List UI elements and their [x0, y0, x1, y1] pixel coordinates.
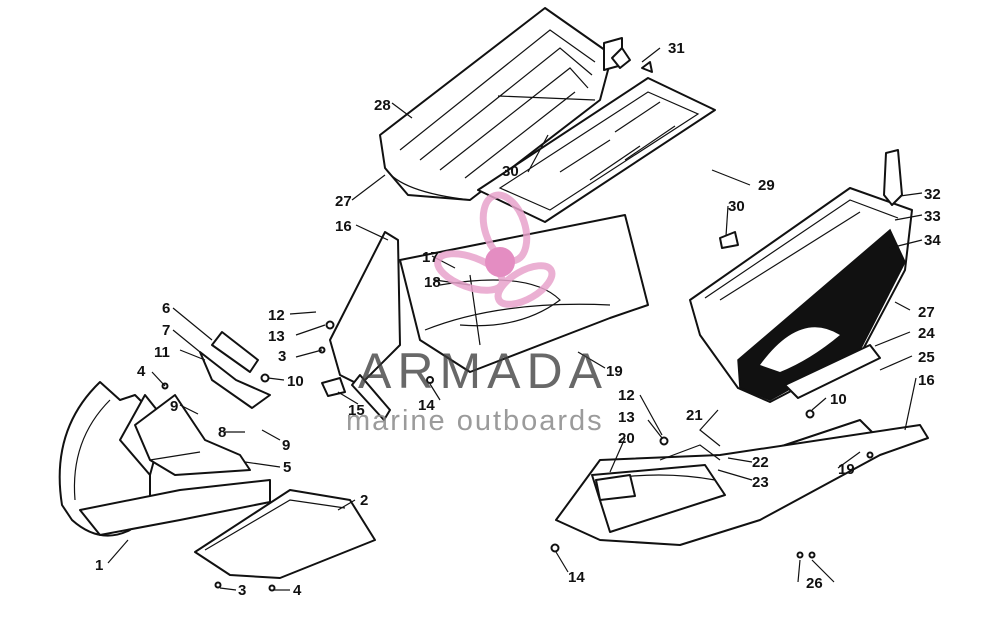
callout-labels: 1 2 3 3 4 4 5 6 7 8 9 9 10 10 11 12 12 1… — [95, 40, 941, 599]
callout-5: 5 — [283, 459, 291, 476]
callout-13b: 13 — [618, 409, 635, 426]
callout-12a: 12 — [268, 307, 285, 324]
callout-14a: 14 — [418, 397, 435, 414]
callout-30b: 30 — [728, 198, 745, 215]
callout-32: 32 — [924, 186, 941, 203]
callout-24: 24 — [918, 325, 935, 342]
callout-10b: 10 — [830, 391, 847, 408]
callout-22: 22 — [752, 454, 769, 471]
callout-4b: 4 — [293, 582, 302, 599]
hardware — [161, 47, 874, 592]
callout-27b: 27 — [918, 304, 935, 321]
skid-plate — [194, 489, 376, 579]
callout-7: 7 — [162, 322, 170, 339]
watermark-tagline: marine outboards — [346, 405, 604, 437]
callout-16b: 16 — [918, 372, 935, 389]
callout-1: 1 — [95, 557, 103, 574]
callout-12b: 12 — [618, 387, 635, 404]
watermark-brand: ARMADA — [358, 343, 608, 399]
callout-9a: 9 — [170, 398, 178, 415]
callout-3b: 3 — [278, 348, 286, 365]
callout-31: 31 — [668, 40, 685, 57]
callout-9b: 9 — [282, 437, 290, 454]
callout-17: 17 — [422, 249, 439, 266]
callout-11: 11 — [154, 344, 170, 361]
callout-3a: 3 — [238, 582, 246, 599]
callout-29: 29 — [758, 177, 775, 194]
callout-13a: 13 — [268, 328, 285, 345]
callout-19b: 19 — [838, 461, 855, 478]
propeller-logo-icon — [434, 191, 556, 308]
hood-assembly — [689, 149, 913, 403]
front-brackets — [199, 331, 271, 409]
callout-2: 2 — [360, 492, 368, 509]
callout-4a: 4 — [137, 363, 146, 380]
callout-15: 15 — [348, 402, 365, 419]
callout-10a: 10 — [287, 373, 304, 390]
callout-14b: 14 — [568, 569, 585, 586]
callout-8: 8 — [218, 424, 226, 441]
callout-16a: 16 — [335, 218, 352, 235]
callout-6: 6 — [162, 300, 170, 317]
armada-logo-watermark: ARMADA marine outboards — [346, 191, 608, 437]
callout-26: 26 — [806, 575, 823, 592]
callout-30a: 30 — [502, 163, 519, 180]
callout-19a: 19 — [606, 363, 623, 380]
callout-27a: 27 — [335, 193, 352, 210]
callout-28: 28 — [374, 97, 391, 114]
callout-25: 25 — [918, 349, 935, 366]
callout-33: 33 — [924, 208, 941, 225]
callout-34: 34 — [924, 232, 941, 249]
callout-21: 21 — [686, 407, 703, 424]
running-board — [555, 424, 929, 546]
callout-23: 23 — [752, 474, 769, 491]
callout-20: 20 — [618, 430, 635, 447]
callout-18: 18 — [424, 274, 441, 291]
